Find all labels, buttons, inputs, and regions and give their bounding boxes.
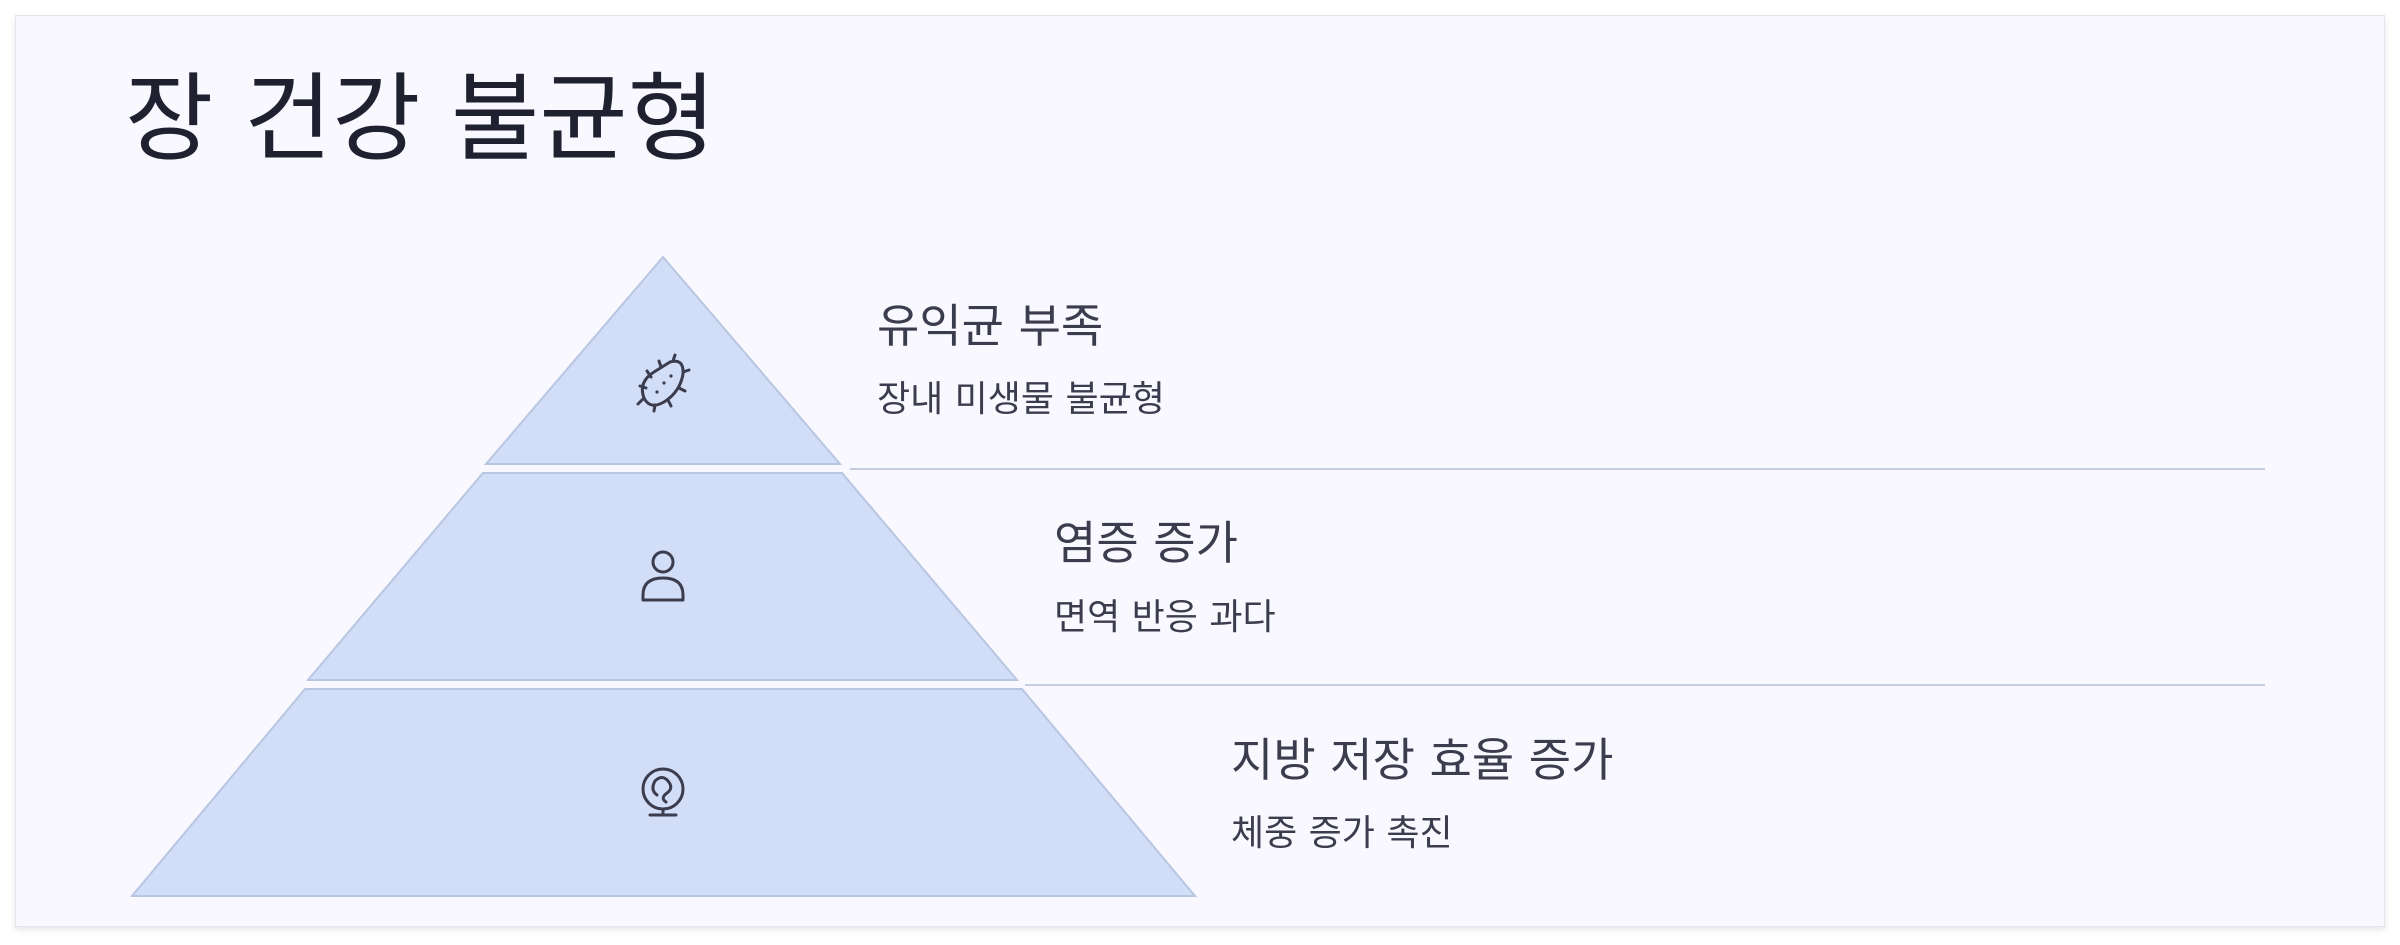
- person-icon: [641, 550, 685, 602]
- fat-cell-icon: [641, 767, 685, 817]
- page-title: 장 건강 불균형: [125, 63, 716, 175]
- tier-2-heading: 염증 증가: [1054, 516, 1238, 570]
- tier-3-description: 체중 증가 촉진: [1231, 813, 1453, 854]
- tier-1-description: 장내 미생물 불균형: [877, 379, 1165, 420]
- pyramid-tier-1: [483, 255, 843, 465]
- pyramid-tier-2: [305, 472, 1020, 681]
- tier-3-heading: 지방 저장 효율 증가: [1231, 733, 1614, 787]
- pyramid-tier-3: [129, 688, 1198, 897]
- tier-1-heading: 유익균 부족: [877, 299, 1104, 353]
- tier-2-description: 면역 반응 과다: [1054, 597, 1276, 638]
- bacteria-icon: [636, 353, 691, 413]
